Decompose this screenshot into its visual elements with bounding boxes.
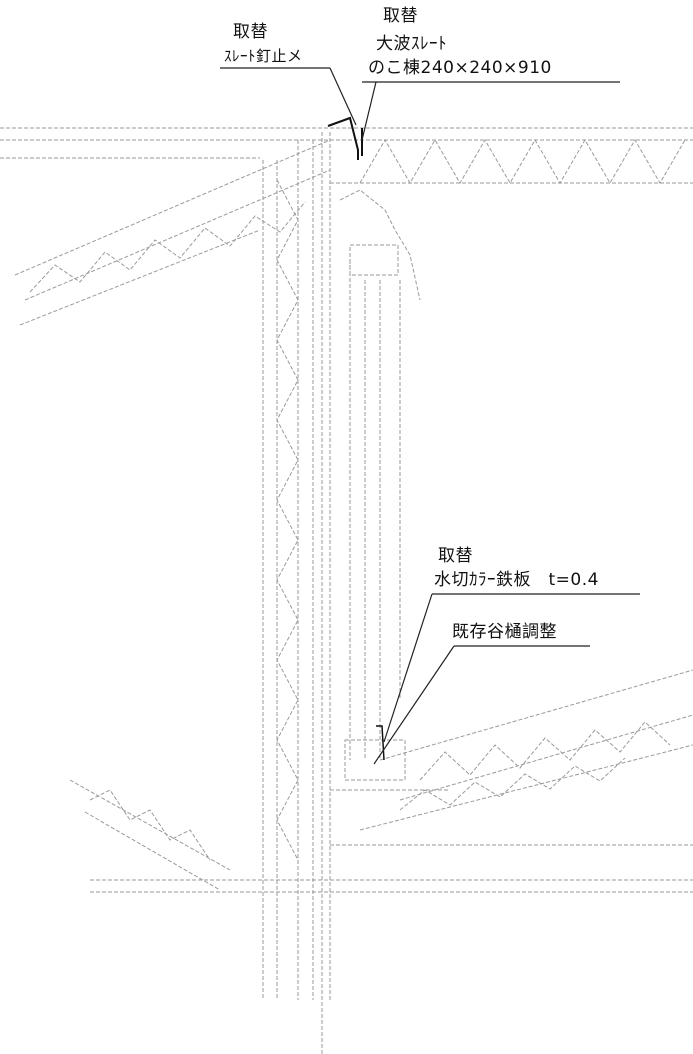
flashing-hook <box>376 725 385 761</box>
leader-lines <box>220 67 640 765</box>
flashing-label-line1: 取替 <box>438 546 473 566</box>
nail-stopper-hook <box>327 116 359 160</box>
flashing-label-line2: 水切ｶﾗｰ鉄板 t=0.4 <box>434 570 599 590</box>
structure-linework <box>0 127 693 1054</box>
ridge-label-line3: のこ棟240×240×910 <box>368 58 552 78</box>
ridge-label-line1: 取替 <box>383 6 418 26</box>
nail-stopper-label-line2: ｽﾚｰﾄ釘止メ <box>224 47 303 65</box>
ridge-label-line2: 大波ｽﾚｰﾄ <box>376 34 447 54</box>
gutter-label-line1: 既存谷樋調整 <box>452 622 557 642</box>
nail-stopper-label-line1: 取替 <box>233 22 268 42</box>
